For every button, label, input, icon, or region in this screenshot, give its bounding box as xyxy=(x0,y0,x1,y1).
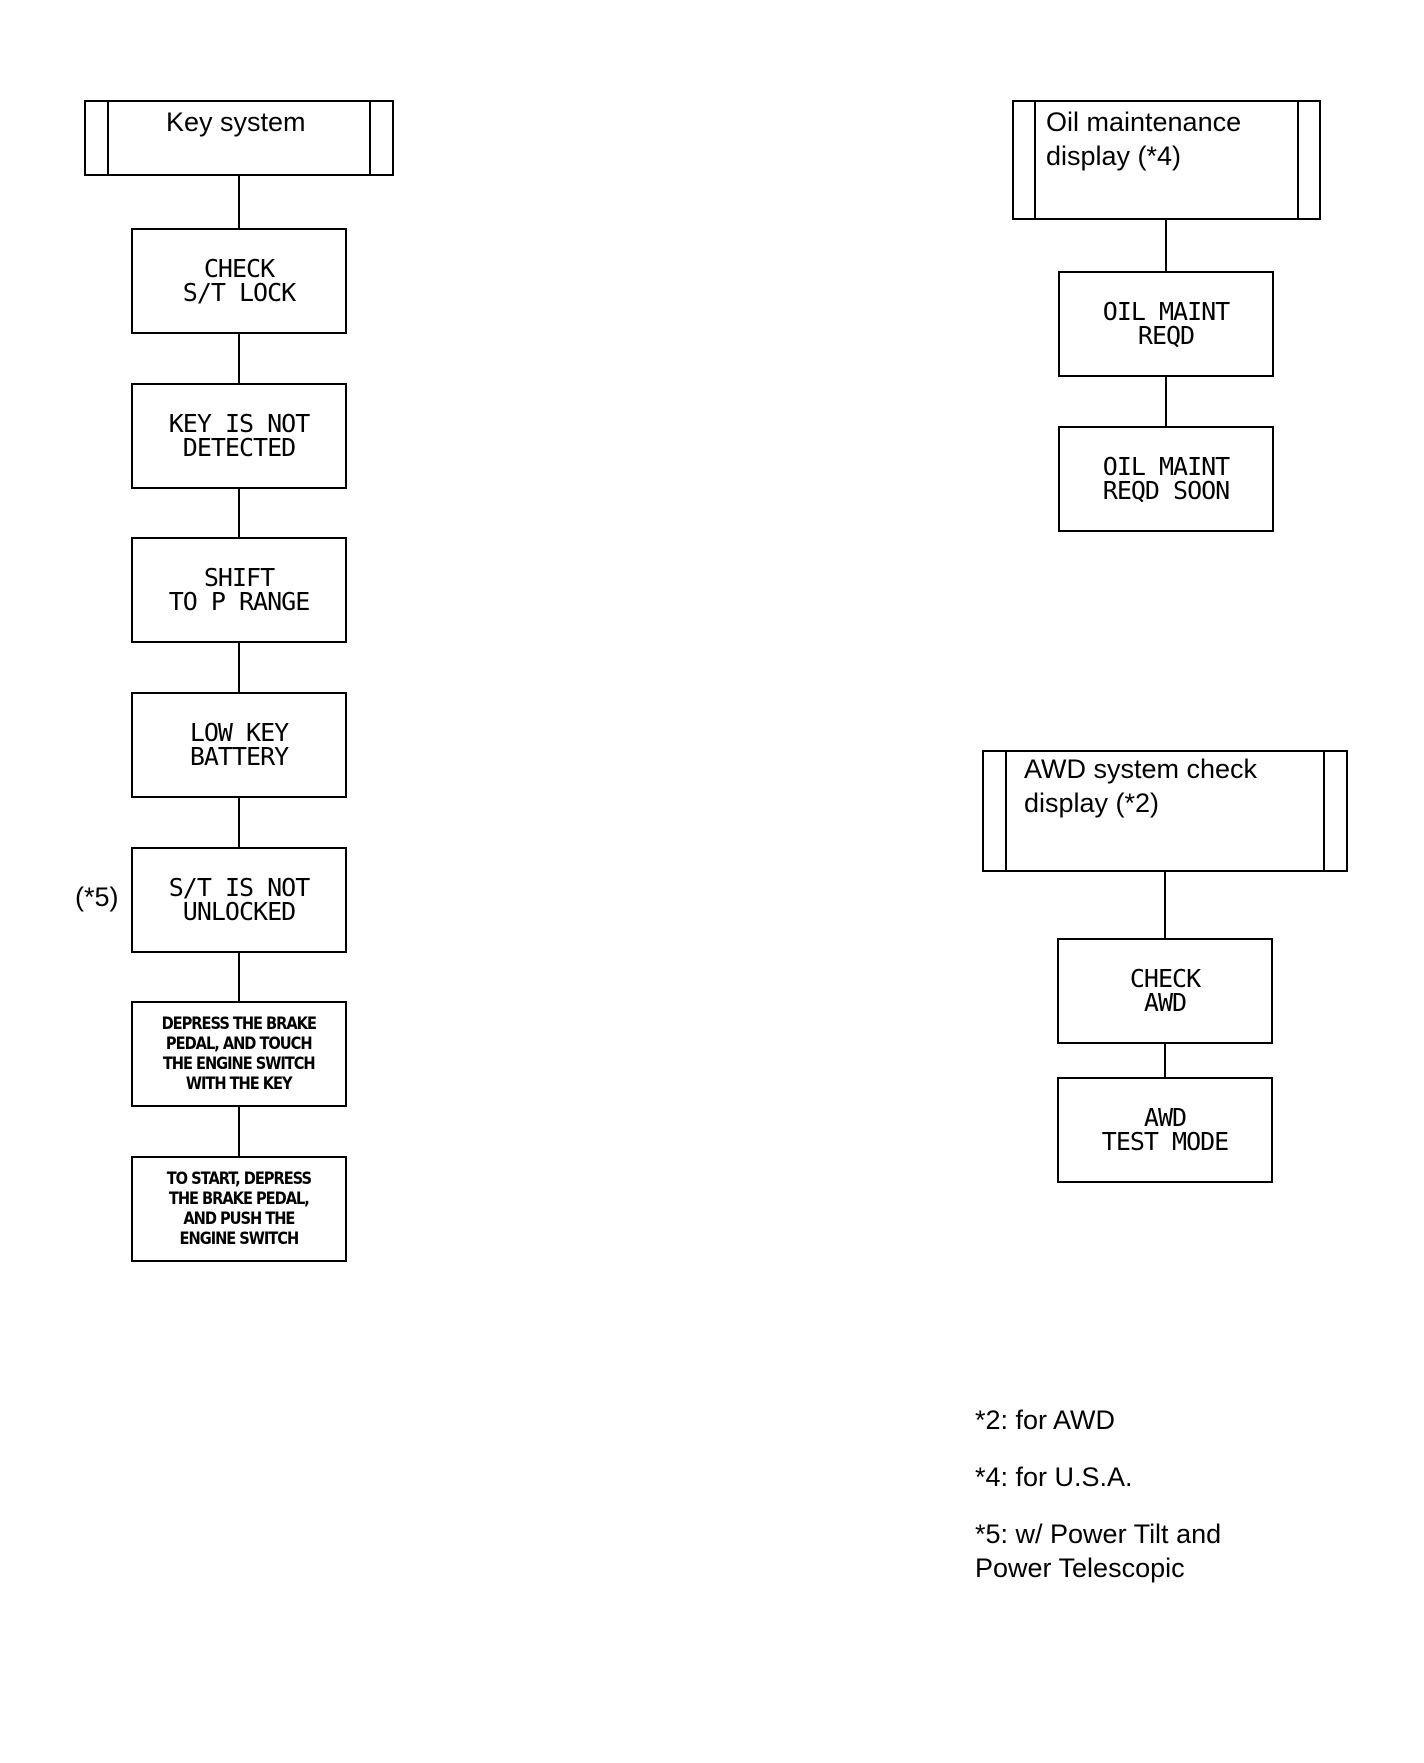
connector xyxy=(238,176,240,228)
connector xyxy=(238,953,240,1001)
key-system-title: Key system xyxy=(166,107,306,137)
key-not-detected-box: KEY IS NOT DETECTED xyxy=(131,383,347,489)
connector xyxy=(1164,1044,1166,1077)
header-right-bar xyxy=(1323,752,1325,870)
box-label: LOW KEY BATTERY xyxy=(189,718,289,771)
key-system-header: Key system xyxy=(84,100,394,176)
oil-maintenance-title: Oil maintenance display (*4) xyxy=(1046,107,1242,171)
header-left-bar xyxy=(107,102,109,174)
footnote-ref-5: (*5) xyxy=(75,882,119,912)
connector xyxy=(238,489,240,537)
to-start-box: TO START, DEPRESS THE BRAKE PEDAL, AND P… xyxy=(131,1156,347,1262)
st-not-unlocked-box: S/T IS NOT UNLOCKED xyxy=(131,847,347,953)
oil-maintenance-header: Oil maintenance display (*4) xyxy=(1012,100,1321,220)
connector xyxy=(1164,872,1166,938)
box-label: CHECK S/T LOCK xyxy=(182,254,296,307)
oil-maint-reqd-soon-box: OIL MAINT REQD SOON xyxy=(1058,426,1274,532)
awd-check-title: AWD system check display (*2) xyxy=(1024,754,1258,818)
header-right-bar xyxy=(1297,102,1299,218)
box-label: S/T IS NOT UNLOCKED xyxy=(168,873,311,926)
box-label: OIL MAINT REQD SOON xyxy=(1102,452,1230,505)
connector xyxy=(238,798,240,847)
connector xyxy=(238,643,240,692)
check-st-lock-box: CHECK S/T LOCK xyxy=(131,228,347,334)
connector xyxy=(238,334,240,383)
connector xyxy=(1165,377,1167,426)
footnote-5: *5: w/ Power Tilt and Power Telescopic xyxy=(975,1519,1222,1583)
box-label: TO START, DEPRESS THE BRAKE PEDAL, AND P… xyxy=(166,1169,312,1249)
header-right-bar xyxy=(369,102,371,174)
shift-to-p-range-box: SHIFT TO P RANGE xyxy=(131,537,347,643)
box-label: DEPRESS THE BRAKE PEDAL, AND TOUCH THE E… xyxy=(161,1014,317,1094)
box-label: AWD TEST MODE xyxy=(1101,1103,1229,1156)
header-left-bar xyxy=(1034,102,1036,218)
box-label: KEY IS NOT DETECTED xyxy=(168,409,311,462)
footnote-4: *4: for U.S.A. xyxy=(975,1462,1133,1492)
connector xyxy=(238,1107,240,1156)
depress-brake-touch-box: DEPRESS THE BRAKE PEDAL, AND TOUCH THE E… xyxy=(131,1001,347,1107)
box-label: OIL MAINT REQD xyxy=(1102,297,1230,350)
footnote-2: *2: for AWD xyxy=(975,1405,1116,1435)
awd-test-mode-box: AWD TEST MODE xyxy=(1057,1077,1273,1183)
awd-check-header: AWD system check display (*2) xyxy=(982,750,1348,872)
low-key-battery-box: LOW KEY BATTERY xyxy=(131,692,347,798)
oil-maint-reqd-box: OIL MAINT REQD xyxy=(1058,271,1274,377)
box-label: SHIFT TO P RANGE xyxy=(168,563,311,616)
box-label: CHECK AWD xyxy=(1129,964,1201,1017)
connector xyxy=(1165,220,1167,271)
header-left-bar xyxy=(1005,752,1007,870)
check-awd-box: CHECK AWD xyxy=(1057,938,1273,1044)
